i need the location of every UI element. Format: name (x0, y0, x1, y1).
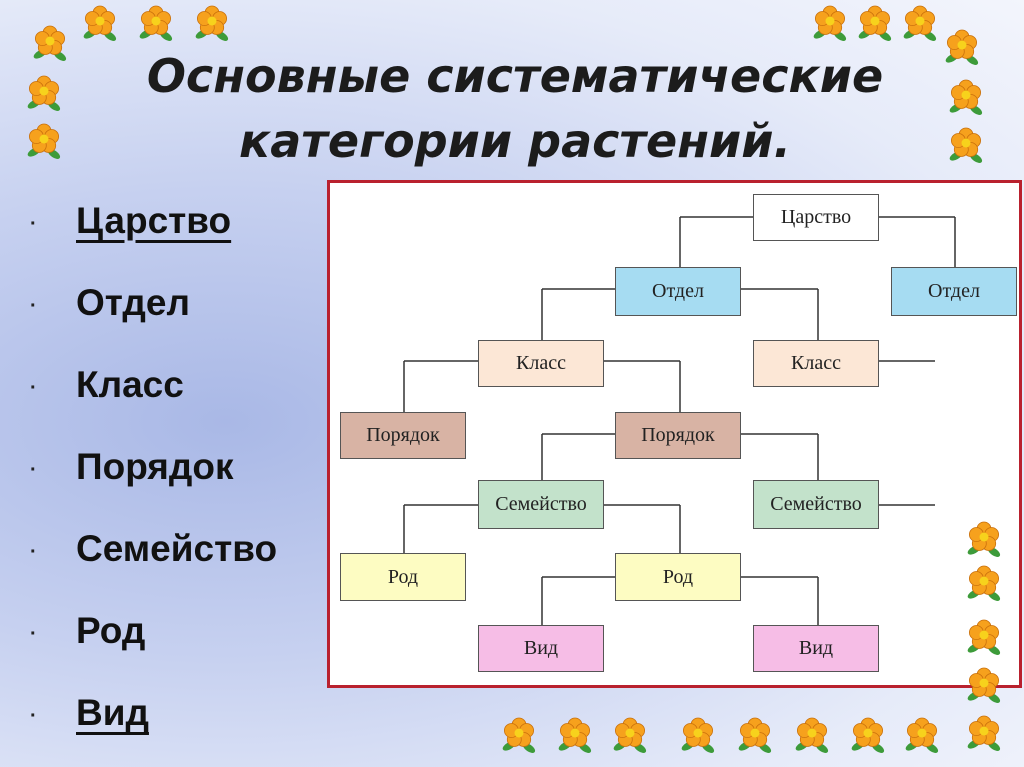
node-order-2: Порядок (615, 412, 741, 459)
node-order-1: Порядок (340, 412, 466, 459)
node-class-2: Класс (753, 340, 879, 387)
orange-flower-icon (967, 667, 1001, 703)
bullet-icon: · (30, 213, 37, 235)
orange-flower-icon (139, 5, 173, 41)
orange-flower-icon (903, 5, 937, 41)
orange-flower-icon (851, 717, 885, 753)
orange-flower-icon (949, 127, 983, 163)
orange-flower-icon (681, 717, 715, 753)
node-division-2: Отдел (891, 267, 1017, 316)
node-class-1: Класс (478, 340, 604, 387)
orange-flower-icon (945, 29, 979, 65)
node-species-2: Вид (753, 625, 879, 672)
orange-flower-icon (27, 75, 61, 111)
orange-flower-icon (613, 717, 647, 753)
orange-flower-icon (195, 5, 229, 41)
title-line-2: категории растений. (239, 114, 791, 168)
orange-flower-icon (33, 25, 67, 61)
node-species-1: Вид (478, 625, 604, 672)
orange-flower-icon (967, 715, 1001, 751)
orange-flower-icon (738, 717, 772, 753)
bullet-icon: · (30, 623, 37, 645)
node-genus-2: Род (615, 553, 741, 601)
node-kingdom: Царство (753, 194, 879, 241)
orange-flower-icon (905, 717, 939, 753)
orange-flower-icon (83, 5, 117, 41)
bullet-icon: · (30, 295, 37, 317)
orange-flower-icon (858, 5, 892, 41)
node-family-2: Семейство (753, 480, 879, 529)
node-division-1: Отдел (615, 267, 741, 316)
orange-flower-icon (502, 717, 536, 753)
orange-flower-icon (813, 5, 847, 41)
node-family-1: Семейство (478, 480, 604, 529)
orange-flower-icon (795, 717, 829, 753)
title-line-1: Основные систематические (146, 49, 884, 103)
bullet-icon: · (30, 377, 37, 399)
slide-title: Основные систематические категории расте… (40, 44, 990, 174)
taxonomy-diagram: Царство Отдел Отдел Класс Класс Порядок … (327, 180, 1022, 688)
orange-flower-icon (967, 521, 1001, 557)
bullet-icon: · (30, 541, 37, 563)
orange-flower-icon (967, 619, 1001, 655)
orange-flower-icon (967, 565, 1001, 601)
orange-flower-icon (949, 79, 983, 115)
bullet-icon: · (30, 705, 37, 727)
node-genus-1: Род (340, 553, 466, 601)
bullet-icon: · (30, 459, 37, 481)
orange-flower-icon (558, 717, 592, 753)
orange-flower-icon (27, 123, 61, 159)
